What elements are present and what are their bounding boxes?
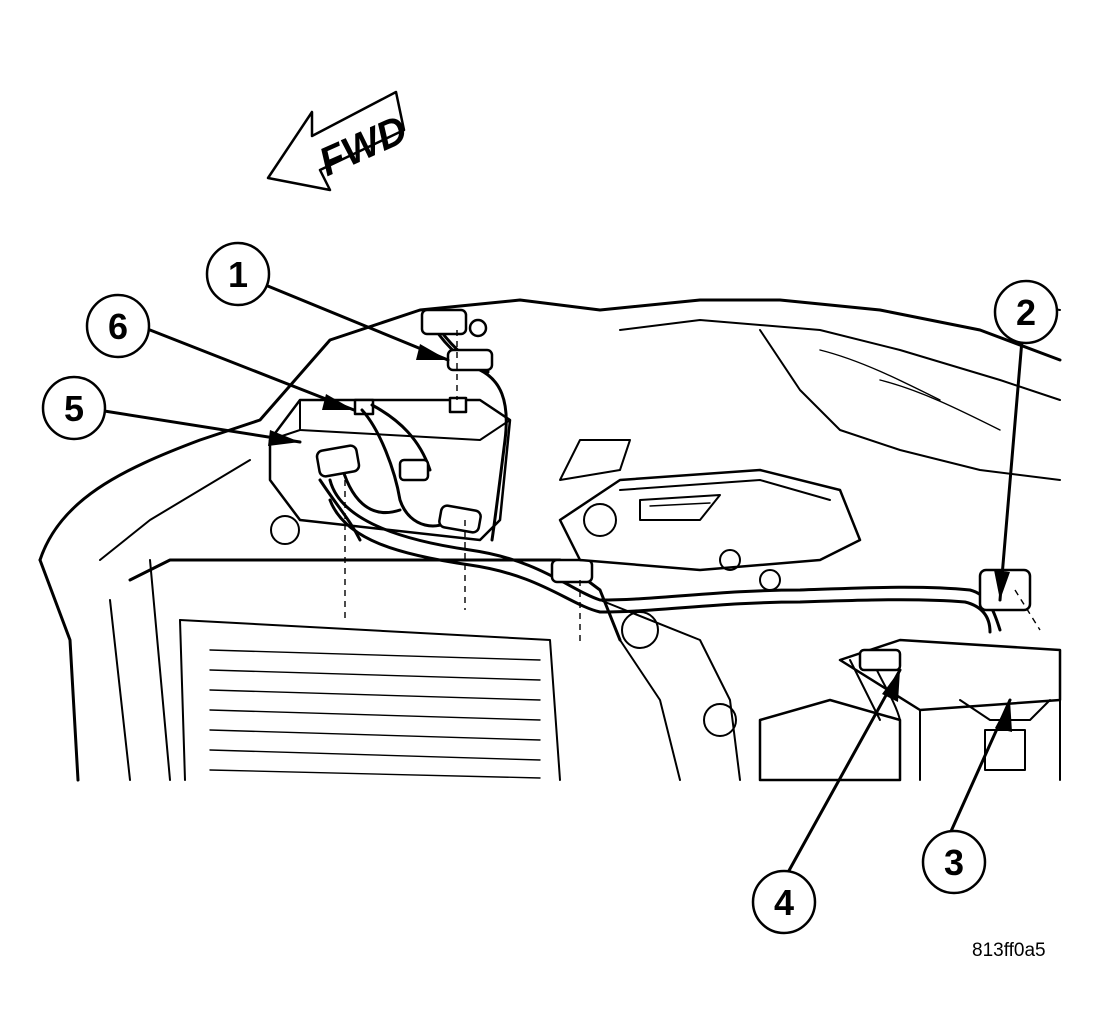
- callout-3-number: 3: [944, 842, 964, 883]
- upper-cable-routing: [420, 308, 508, 542]
- engine-cover: [558, 439, 862, 591]
- callout-6: 6: [85, 293, 151, 359]
- positive-cable-harness: [328, 478, 1032, 634]
- forward-direction-arrow: FWD: [266, 90, 414, 192]
- callout-leaders: [96, 280, 1024, 878]
- callout-5-number: 5: [64, 388, 84, 429]
- callout-3: 3: [921, 829, 987, 895]
- callout-1: 1: [205, 241, 271, 307]
- radiator-fins: [209, 649, 541, 779]
- callout-5: 5: [41, 375, 107, 441]
- installation-guide-lines: [344, 330, 1041, 645]
- figure-id: 813ff0a5: [972, 940, 1046, 961]
- callout-4: 4: [751, 869, 817, 935]
- callout-2: 2: [993, 279, 1059, 345]
- callout-6-number: 6: [108, 306, 128, 347]
- battery-cables: [315, 403, 482, 542]
- callout-4-number: 4: [774, 882, 794, 923]
- radiator-core-support: [128, 515, 741, 781]
- vehicle-body-outline: [38, 298, 1062, 782]
- callout-1-number: 1: [228, 254, 248, 295]
- callout-2-number: 2: [1016, 292, 1036, 333]
